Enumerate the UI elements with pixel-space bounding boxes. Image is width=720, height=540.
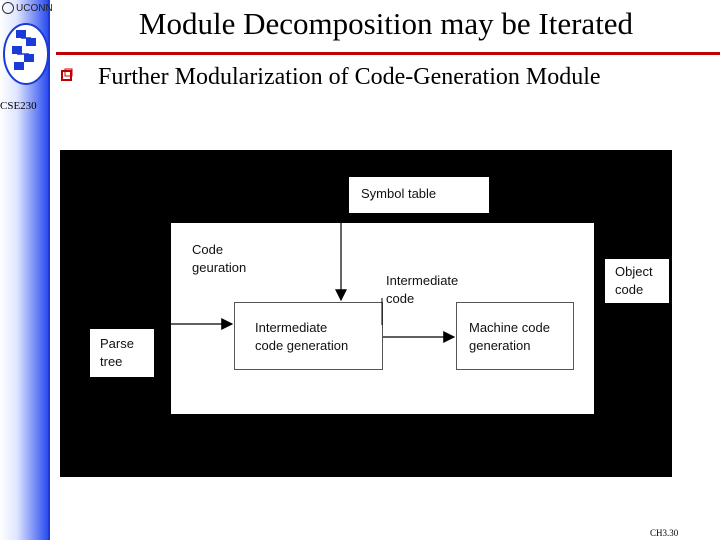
hollow-square-bullet-icon xyxy=(60,68,74,82)
slide-number: CH3.30 xyxy=(650,528,679,538)
sidebar-divider xyxy=(48,0,50,540)
code-generation-label-line2: geuration xyxy=(192,260,247,275)
university-logo: UCONN xyxy=(2,0,53,16)
intermediate-code-label-line1: Intermediate xyxy=(386,273,459,288)
parse-tree-line2: tree xyxy=(100,354,123,369)
parse-tree-box: Parse tree xyxy=(90,329,154,377)
title-rule xyxy=(56,52,720,55)
department-logo-icon xyxy=(3,23,49,85)
object-code-line1: Object xyxy=(615,264,653,279)
machine-code-generation-box: Machine code generation xyxy=(456,302,574,370)
machine-generation-line1: Machine code xyxy=(469,320,550,335)
sidebar-gradient xyxy=(0,0,48,540)
intermediate-code-generation-box: Intermediate code generation xyxy=(234,302,383,370)
intermediate-code-label: Intermediate code xyxy=(386,272,458,308)
diagram-frame: Symbol table Code geuration Intermediate… xyxy=(60,150,672,477)
symbol-table-box: Symbol table xyxy=(349,177,489,213)
code-generation-label: Code geuration xyxy=(192,241,246,277)
intermediate-code-label-line2: code xyxy=(386,291,415,306)
symbol-table-label: Symbol table xyxy=(361,186,437,201)
course-code: CSE230 xyxy=(0,100,37,112)
intermediate-generation-line1: Intermediate xyxy=(255,320,328,335)
intermediate-generation-line2: code generation xyxy=(255,338,349,353)
bullet-text: Further Modularization of Code-Generatio… xyxy=(98,64,601,90)
diagram-arrows xyxy=(171,223,456,343)
machine-generation-line2: generation xyxy=(469,338,531,353)
parse-tree-line1: Parse xyxy=(100,336,134,351)
object-code-box: Object code xyxy=(605,259,669,303)
object-code-line2: code xyxy=(615,282,644,297)
slide-title: Module Decomposition may be Iterated xyxy=(138,6,634,41)
seal-icon xyxy=(2,2,14,14)
code-generation-label-line1: Code xyxy=(192,242,224,257)
university-wordmark: UCONN xyxy=(16,2,53,14)
